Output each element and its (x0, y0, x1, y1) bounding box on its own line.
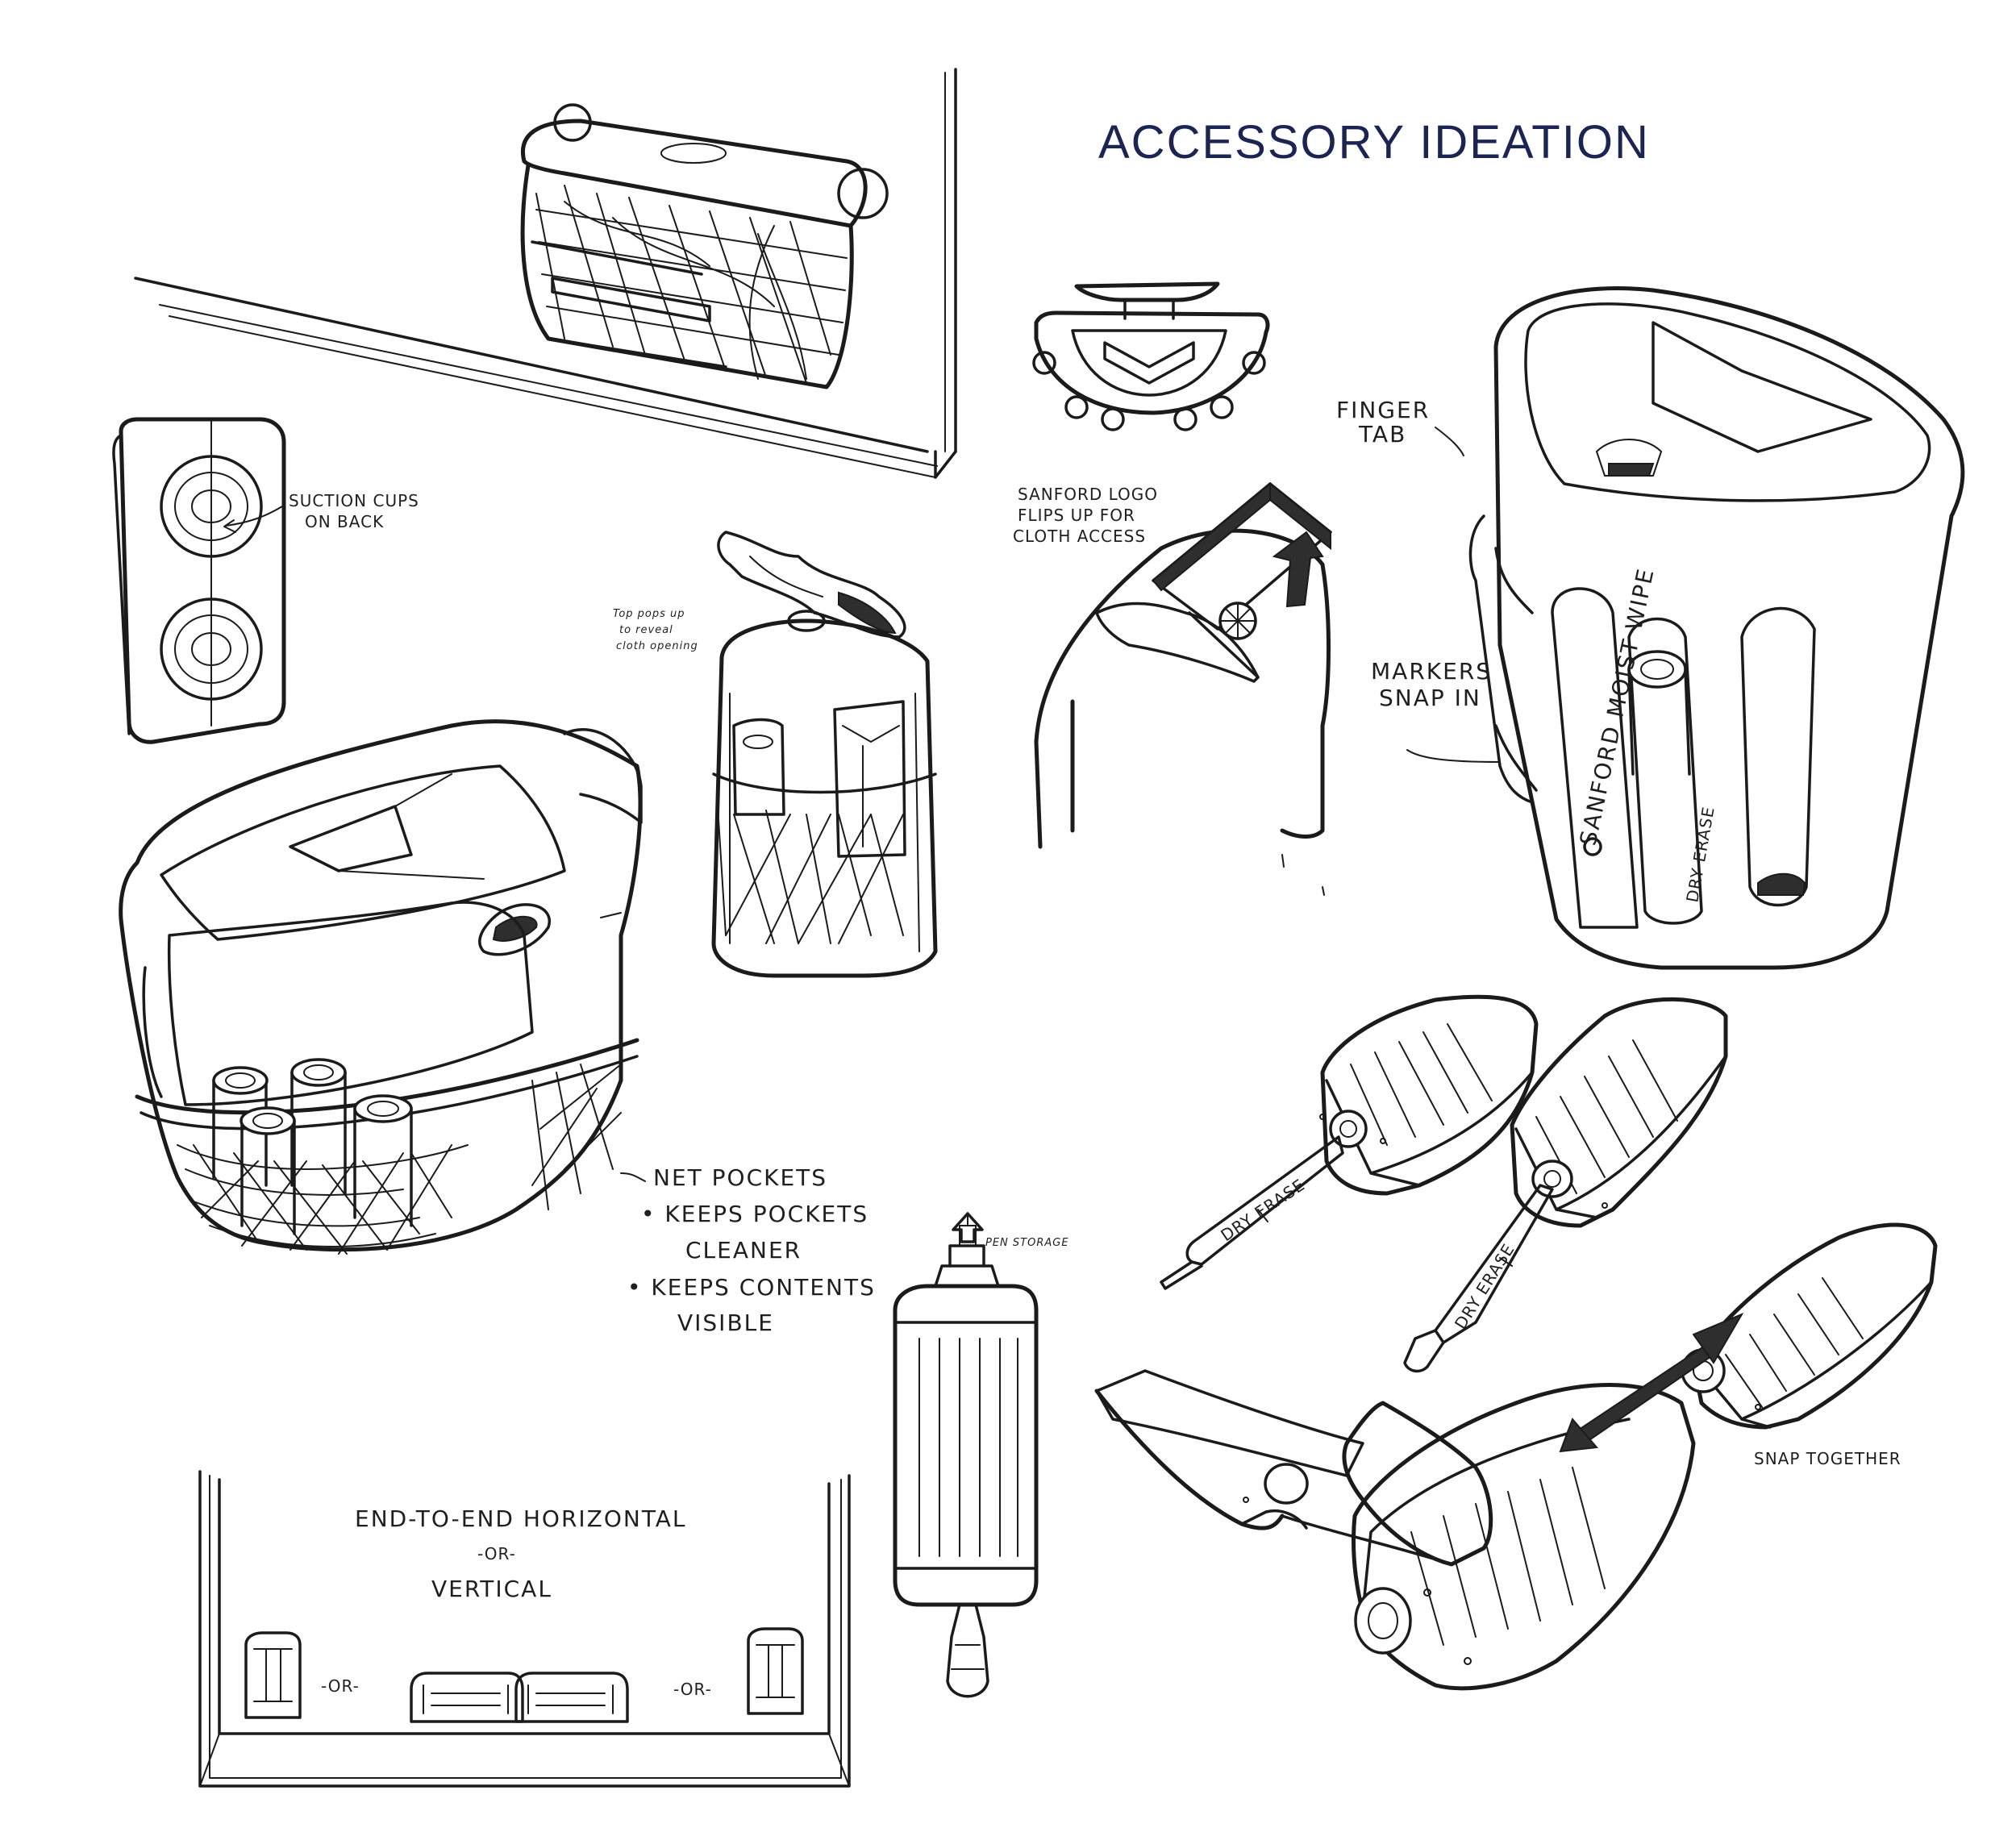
mount-options-line2: -OR- (477, 1544, 516, 1563)
markers-snap-in-leader (1406, 749, 1501, 763)
pen-storage-note: PEN STORAGE (985, 1237, 1069, 1249)
arrow-icon (1272, 531, 1324, 608)
dry-erase-pen-2-label: DRY ERASE (1451, 1240, 1518, 1333)
dry-erase-pen-2 (1403, 1184, 1554, 1373)
suction-cup-panel-sketch (112, 417, 286, 744)
horizontal-clip-right (514, 1672, 629, 1723)
pen-holder-pod-5 (1351, 1383, 1696, 1691)
or-right-label: -OR- (673, 1680, 712, 1699)
dry-erase-canister-label: DRY ERASE (1682, 805, 1718, 904)
horizontal-clip-left (410, 1672, 524, 1723)
suction-cups-note-line1: SUCTION CUPS (289, 491, 419, 510)
marker-icon (290, 1058, 347, 1195)
net-pockets-note-line4: • KEEPS CONTENTS (627, 1274, 876, 1301)
finger-tab-leader (1435, 427, 1464, 456)
whiteboard-mount-options-sketch (198, 1470, 851, 1788)
top-pops-up-note-line1: Top pops up (613, 608, 685, 620)
arrow-icon (225, 506, 283, 527)
mount-options-line3: VERTICAL (431, 1576, 552, 1602)
mount-options-line1: END-TO-END HORIZONTAL (355, 1505, 687, 1532)
pen-holder-pod-2 (1510, 997, 1728, 1228)
finger-tab-note-line1: FINGER (1336, 397, 1430, 423)
flip-logo-canister-sketch (1034, 481, 1332, 896)
suction-cup-icon (160, 597, 263, 701)
sanford-moist-wipe-label: SANFORD MOIST WIPE (1575, 565, 1660, 847)
top-pops-up-note-line2: to reveal (619, 624, 673, 636)
snap-arrow-icon (1559, 1312, 1744, 1453)
net-pockets-note-line2: • KEEPS POCKETS (641, 1201, 868, 1227)
dry-erase-pen-1-label: DRY ERASE (1217, 1175, 1308, 1245)
dry-erase-pen-1 (1160, 1135, 1344, 1290)
sanford-logo-note-line2: FLIPS UP FOR (1018, 506, 1135, 525)
net-pockets-note-line1: NET POCKETS (653, 1164, 827, 1191)
pen-holder-pod-1 (1319, 994, 1539, 1196)
vertical-clip-left (244, 1631, 302, 1719)
vertical-clip-right (747, 1627, 804, 1715)
page-title: ACCESSORY IDEATION (1098, 116, 1650, 169)
top-view-clip-sketch (1032, 281, 1270, 431)
sanford-logo-note-line1: SANFORD LOGO (1018, 485, 1158, 504)
net-basket-sketch (520, 103, 889, 389)
moist-wipe-canister-sketch (1468, 286, 1965, 970)
suction-cups-note-line2: ON BACK (305, 512, 384, 531)
sanford-logo-note-line3: CLOTH ACCESS (1013, 527, 1146, 546)
or-left-label: -OR- (321, 1676, 360, 1696)
markers-snap-in-note-line2: SNAP IN (1379, 685, 1481, 711)
cloth-dispenser-canister-sketch (711, 531, 938, 978)
pen-storage-sketch (893, 1212, 1039, 1698)
arrow-icon (952, 1212, 984, 1243)
snap-together-note: SNAP TOGETHER (1754, 1449, 1901, 1468)
finger-tab-note-line2: TAB (1358, 421, 1406, 448)
whiteboard-corner-sketch (134, 68, 957, 479)
top-pops-up-note-line3: cloth opening (616, 640, 698, 652)
net-pockets-note-line5: VISIBLE (677, 1309, 774, 1336)
net-pocket-caddy-sketch (119, 719, 646, 1255)
pen-holder-pod-4 (1094, 1369, 1493, 1567)
marker-icon (353, 1094, 413, 1227)
net-pocket-icon (177, 1064, 622, 1255)
suction-cup-icon (160, 455, 263, 558)
markers-snap-in-note-line1: MARKERS (1371, 658, 1492, 685)
net-pockets-note-line3: CLEANER (685, 1237, 802, 1264)
